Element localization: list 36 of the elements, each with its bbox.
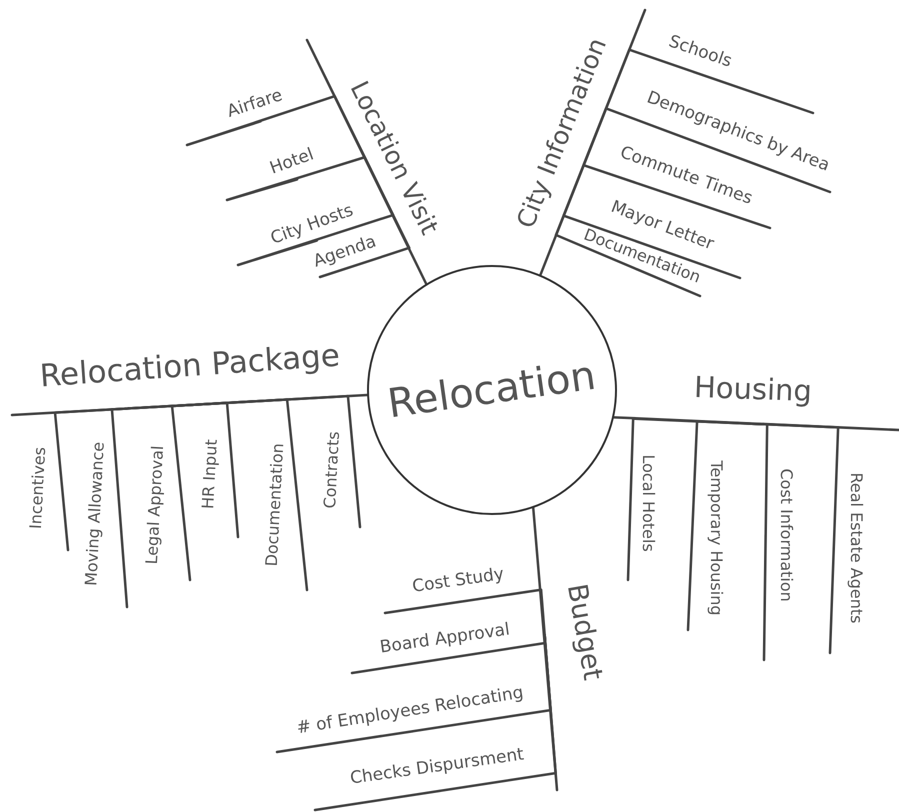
subtopic-label: Cost Study	[411, 565, 506, 596]
branch-line	[170, 404, 194, 582]
branch-line	[750, 422, 840, 654]
subtopic-label: Cost Information	[777, 468, 795, 602]
branch-line	[226, 156, 372, 202]
subtopic-label: Legal Approval	[142, 445, 167, 565]
subtopic-label: Hotel	[268, 145, 316, 178]
branch-label: Budget	[561, 582, 608, 682]
branch-line	[318, 168, 411, 278]
central-topic-label: Relocation	[385, 352, 599, 428]
branch-line	[686, 420, 753, 632]
branch-line	[384, 588, 546, 636]
branch-line	[314, 634, 557, 812]
branch-line	[539, 8, 646, 276]
subtopic-label: Real Estate Agents	[847, 472, 865, 624]
branch-line	[554, 144, 702, 298]
subtopic-label: # of Employees Relocating	[295, 684, 525, 738]
subtopic-label: Incentives	[26, 446, 49, 530]
subtopic-label: Temporary Housing	[707, 460, 725, 616]
subtopic-label: Moving Allowance	[82, 441, 108, 586]
branch-label: Housing	[693, 372, 812, 408]
subtopic-label: Documentation	[262, 442, 287, 567]
subtopic-label: HR Input	[199, 438, 220, 510]
subtopic-label: Local Hotels	[639, 454, 657, 552]
branch-line	[582, 144, 772, 230]
subtopic-label: Checks Dispursment	[349, 745, 526, 788]
branch-line	[10, 394, 368, 416]
branch-line	[532, 506, 558, 792]
branch-line	[306, 38, 428, 285]
branch-label: Relocation Package	[38, 338, 341, 394]
branch-line	[612, 416, 899, 432]
subtopic-label: Airfare	[224, 86, 285, 122]
subtopic-label: Contracts	[321, 430, 343, 509]
branch-line	[590, 107, 832, 194]
subtopic-label: Board Approval	[378, 620, 511, 658]
branch-line	[190, 394, 362, 528]
